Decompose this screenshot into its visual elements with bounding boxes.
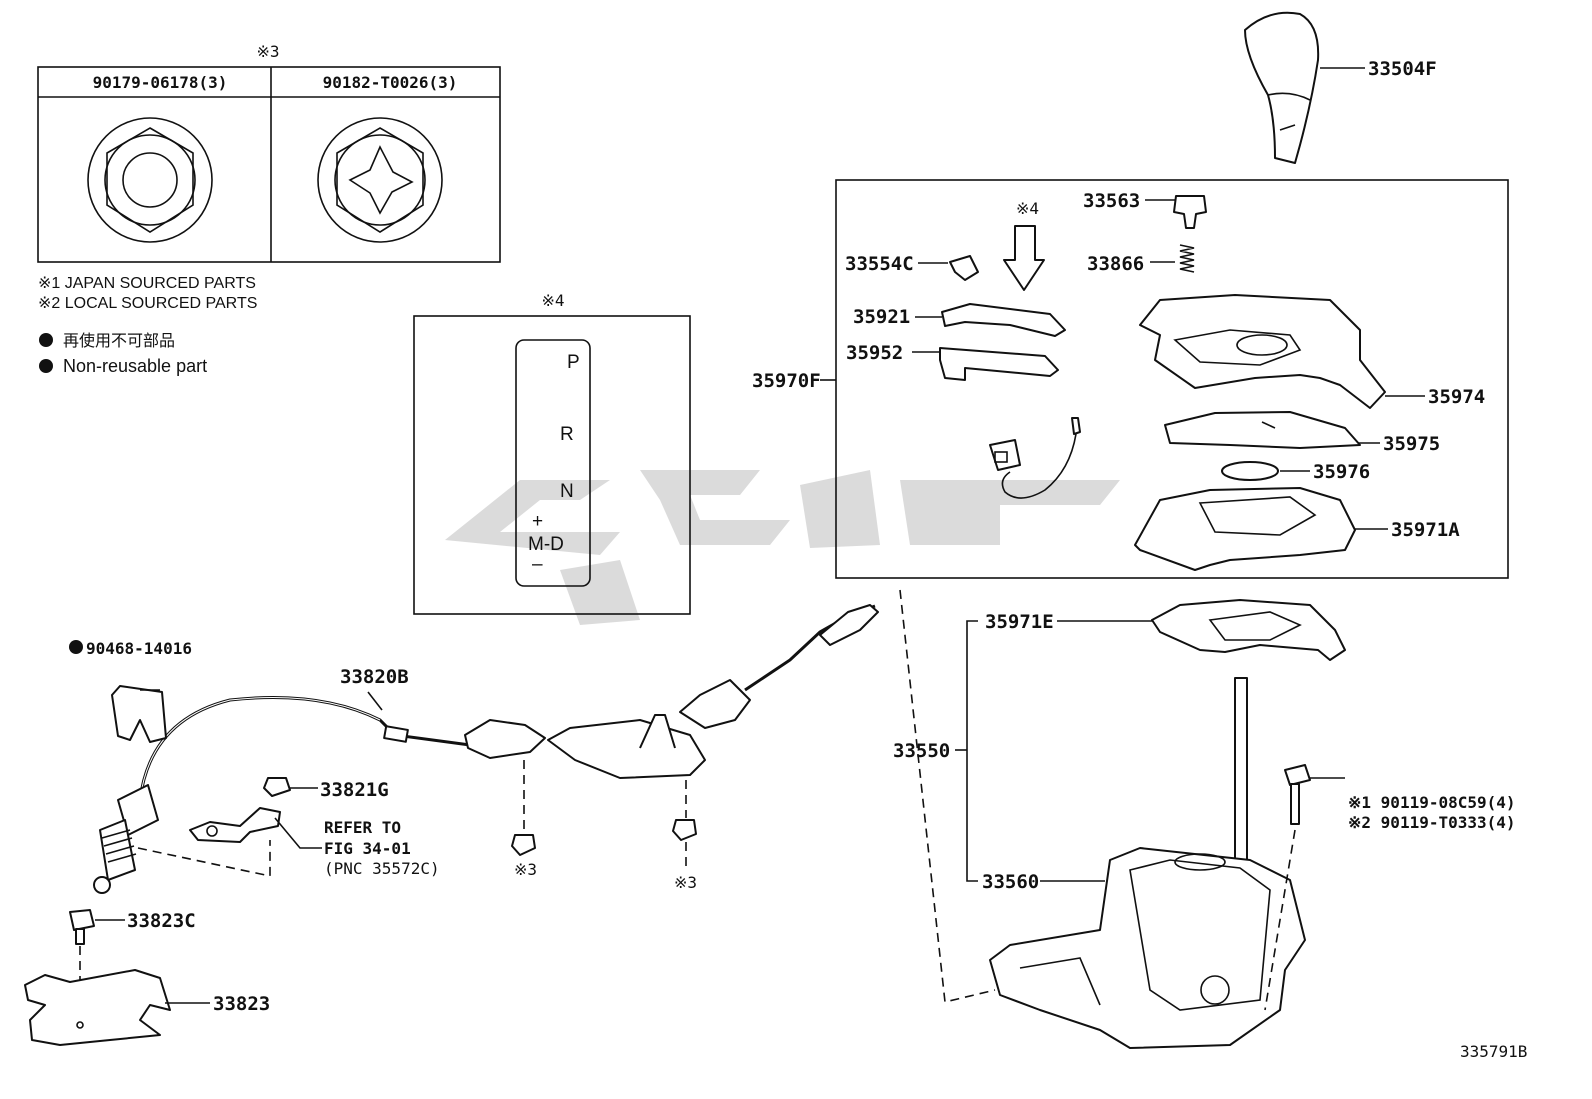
arrow-mark-4: ※4 bbox=[1016, 199, 1039, 218]
label-33504F: 33504F bbox=[1368, 58, 1437, 80]
table-col1-partno: 90179-06178(3) bbox=[93, 73, 228, 92]
gate-position-n: N bbox=[560, 481, 574, 502]
figure-number: 335791B bbox=[1460, 1042, 1527, 1061]
non-reusable-bullet-icon bbox=[69, 640, 83, 654]
refer-to-line3: (PNC 35572C) bbox=[324, 859, 440, 878]
label-33866: 33866 bbox=[1087, 253, 1144, 275]
arrow-down-icon bbox=[1003, 225, 1045, 291]
label-33820B: 33820B bbox=[340, 666, 409, 688]
refer-to-line2: FIG 34-01 bbox=[324, 839, 411, 858]
lock-nut-icon bbox=[317, 117, 443, 243]
shift-gate-panel: ※4 P R N + M-D – bbox=[413, 291, 691, 615]
note-non-reusable-en: Non-reusable part bbox=[63, 356, 207, 376]
clip-90468: 90468-14016 bbox=[69, 639, 192, 743]
refer-to-line1: REFER TO bbox=[324, 818, 401, 837]
label-35974: 35974 bbox=[1428, 386, 1485, 408]
lever-bracket: REFER TO FIG 34-01 (PNC 35572C) bbox=[137, 807, 440, 878]
label-35970F: 35970F bbox=[752, 370, 821, 392]
gate-panel-mark: ※4 bbox=[541, 291, 564, 310]
label-33550: 33550 bbox=[893, 740, 950, 762]
gate-position-md: M-D bbox=[528, 534, 564, 555]
label-35975: 35975 bbox=[1383, 433, 1440, 455]
label-bolt-local: ※2 90119-T0333(4) bbox=[1348, 813, 1516, 832]
bracket-33550: 33550 bbox=[893, 620, 978, 882]
label-bolt-japan: ※1 90119-08C59(4) bbox=[1348, 793, 1516, 812]
note-japan-sourced: ※1 JAPAN SOURCED PARTS bbox=[38, 275, 256, 292]
gate-position-p: P bbox=[567, 352, 580, 373]
label-33821G: 33821G bbox=[320, 779, 389, 801]
label-35976: 35976 bbox=[1313, 461, 1370, 483]
label-33823C: 33823C bbox=[127, 910, 196, 932]
bolt-33823C: 33823C bbox=[69, 909, 196, 1025]
label-33823: 33823 bbox=[213, 993, 270, 1015]
label-33560: 33560 bbox=[982, 871, 1039, 893]
label-35971E: 35971E bbox=[985, 611, 1054, 633]
label-90468: 90468-14016 bbox=[86, 639, 192, 658]
gate-minus: – bbox=[532, 554, 543, 575]
transmission-control-cable: 33820B bbox=[93, 604, 879, 894]
label-33554C: 33554C bbox=[845, 253, 914, 275]
bracket-33823: 33823 bbox=[24, 969, 270, 1046]
hex-nut-icon bbox=[87, 117, 213, 243]
fastener-table: ※3 90179-06178(3) 90182-T0026(3) bbox=[37, 42, 501, 263]
gate-position-r: R bbox=[560, 424, 574, 445]
nut-mark-3-a: ※3 bbox=[511, 760, 537, 879]
indicator-housing-assembly: 35970F 33563 33866 33554C ※4 35921 35952 bbox=[752, 179, 1509, 579]
label-35952: 35952 bbox=[846, 342, 903, 364]
bullet-icon bbox=[39, 359, 53, 373]
nut-mark-3-label-b: ※3 bbox=[674, 873, 697, 892]
assembly-dashed-line bbox=[899, 589, 996, 1003]
gate-plus: + bbox=[532, 511, 543, 532]
note-non-reusable-jp: 再使用不可部品 bbox=[63, 332, 175, 350]
nut-mark-3-label-a: ※3 bbox=[514, 860, 537, 879]
table-note-mark: ※3 bbox=[256, 42, 279, 61]
shift-lever-assembly: 33560 bbox=[982, 677, 1306, 1049]
note-local-sourced: ※2 LOCAL SOURCED PARTS bbox=[38, 295, 257, 312]
label-35921: 35921 bbox=[853, 306, 910, 328]
table-col2-partno: 90182-T0026(3) bbox=[323, 73, 458, 92]
shift-knob: 33504F bbox=[1244, 11, 1437, 164]
watermark-logo bbox=[445, 470, 1120, 625]
shift-lever-cover: 35971E bbox=[985, 599, 1346, 661]
nut-33821G: 33821G bbox=[263, 777, 389, 801]
label-35971A: 35971A bbox=[1391, 519, 1460, 541]
bolt-90119: ※1 90119-08C59(4) ※2 90119-T0333(4) bbox=[1264, 764, 1516, 1011]
bullet-icon bbox=[39, 333, 53, 347]
label-33563: 33563 bbox=[1083, 190, 1140, 212]
nut-mark-3-b: ※3 bbox=[672, 780, 697, 892]
legend-notes: ※1 JAPAN SOURCED PARTS ※2 LOCAL SOURCED … bbox=[38, 275, 257, 376]
